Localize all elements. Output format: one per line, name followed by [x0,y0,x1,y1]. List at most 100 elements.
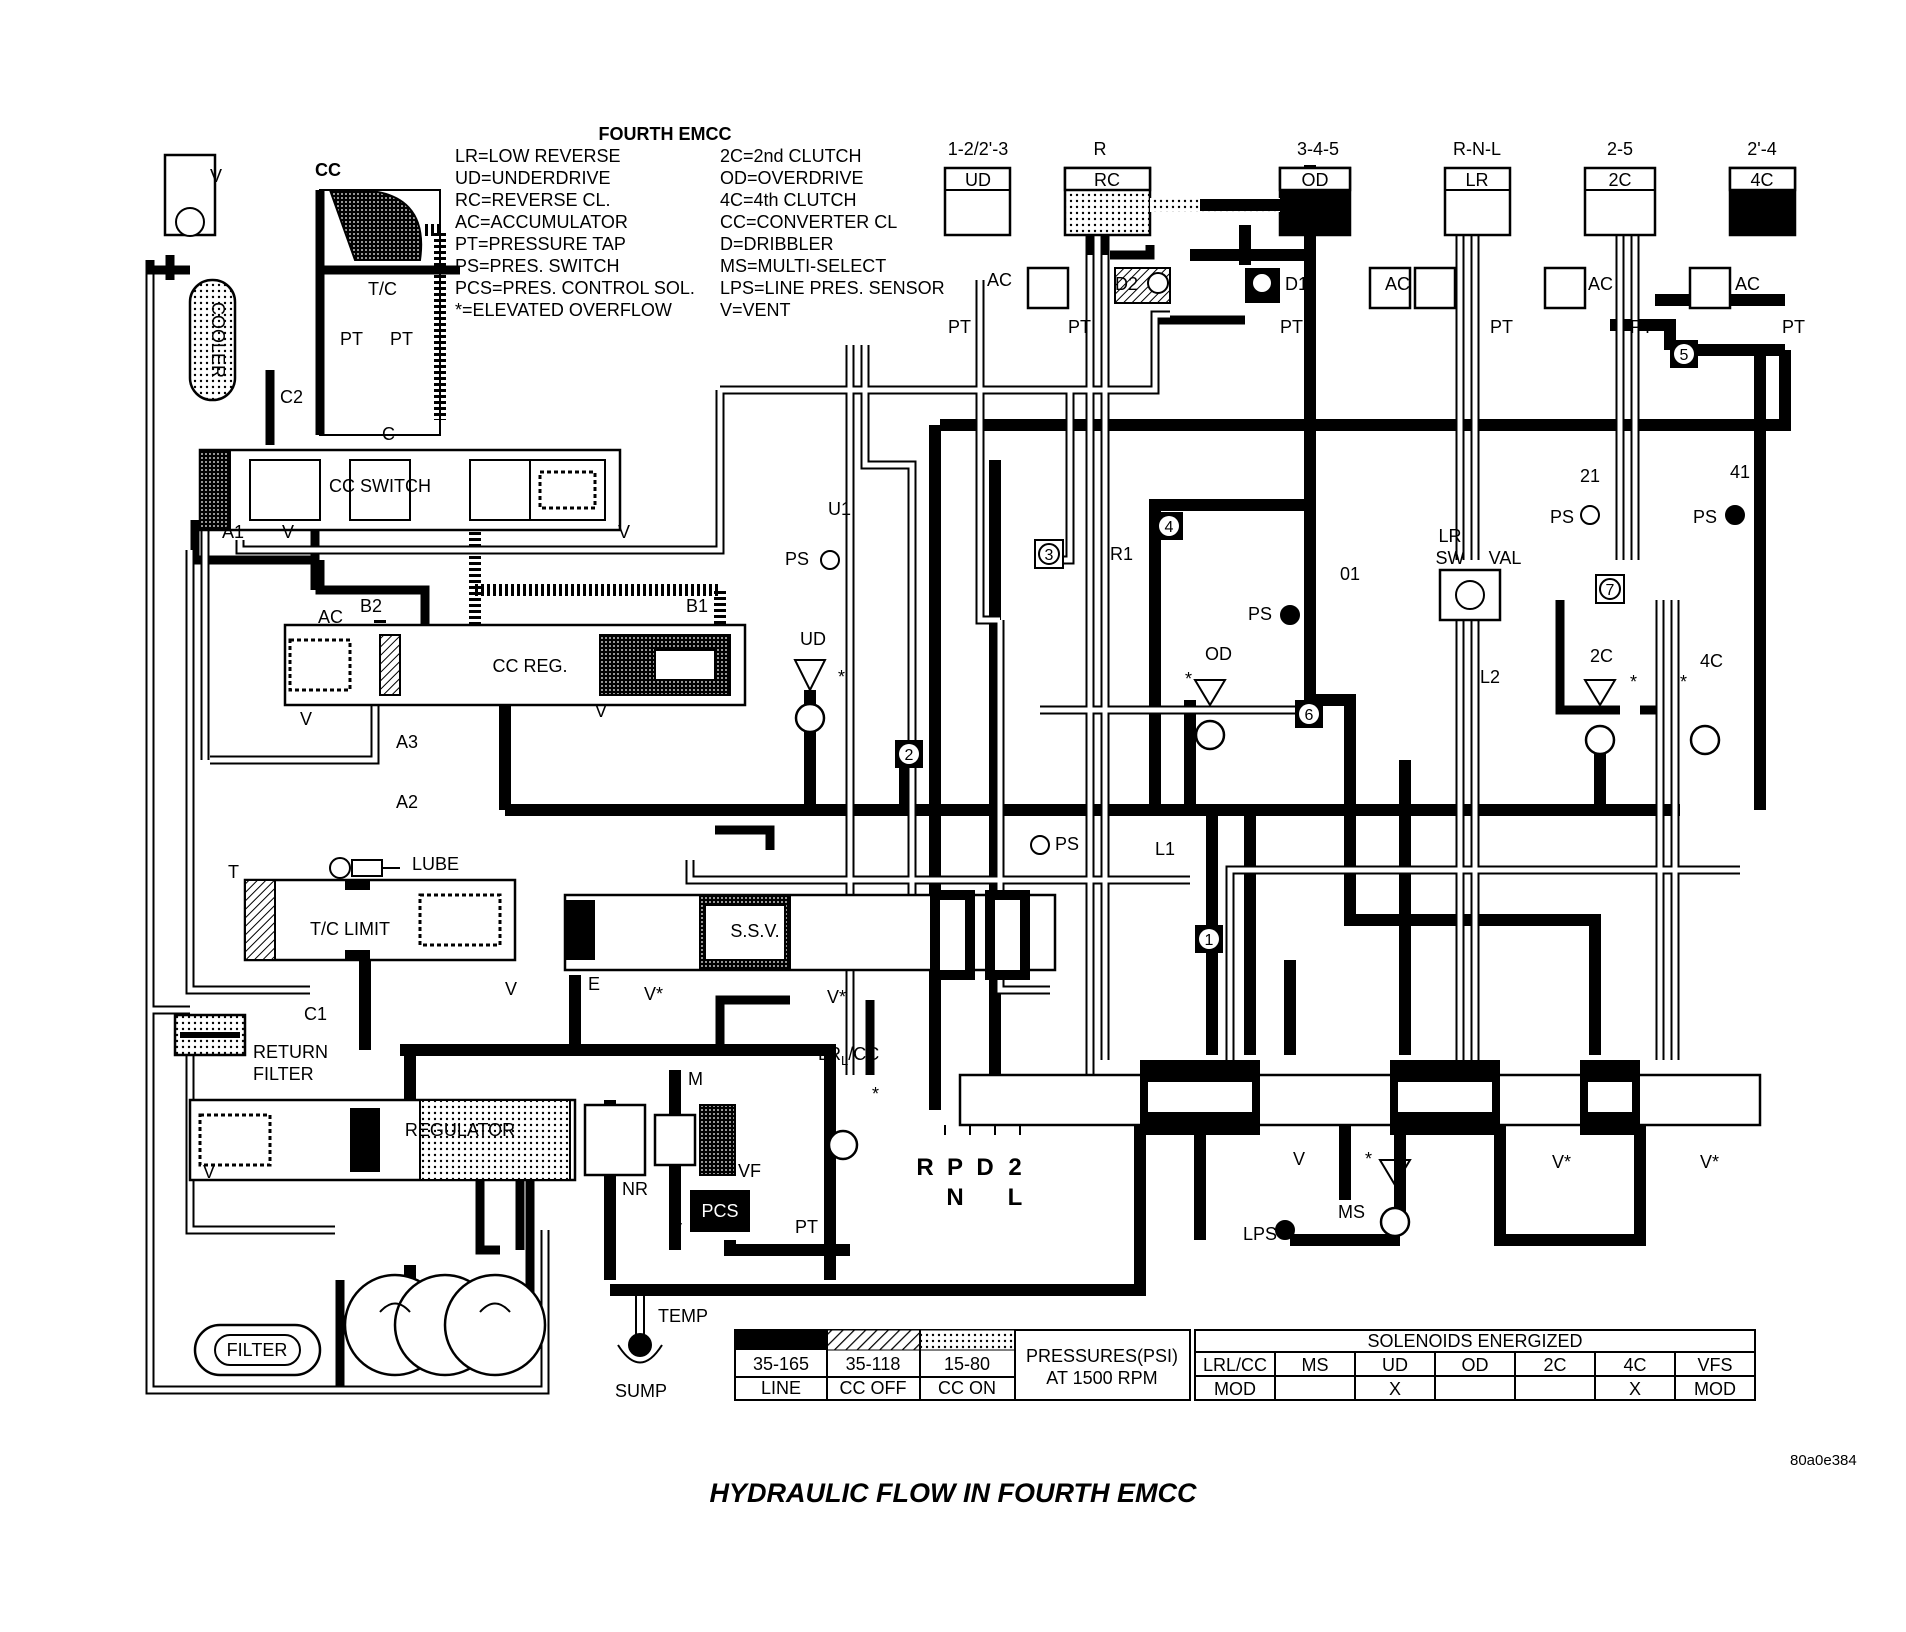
pt-label-1: PT [340,329,363,349]
tc-limit-valve [243,878,517,962]
clutch-rc [1063,166,1152,237]
check-ball-1: 1 [1205,932,1214,949]
pressure-title-1: PRESSURES(PSI) [1026,1346,1178,1366]
pos-n: N [946,1184,963,1211]
pcs-label: PCS [701,1201,738,1221]
sump-filter [193,1323,322,1377]
v-label-1: V [282,522,294,542]
check-ball-2: 2 [905,747,914,764]
vstar-label-3: V* [1552,1152,1571,1172]
lr-sw-label-1: LR [1438,526,1461,546]
lrcc-label: LRL/CC [818,1044,879,1068]
sol-col-ud: UD [1382,1355,1408,1375]
sol-val-lrcc: MOD [1214,1379,1256,1399]
sol-col-vfs: VFS [1697,1355,1732,1375]
clutch-2c-gear: 2-5 [1607,139,1633,159]
clutch-2c [1583,166,1657,237]
ps-label-2: PS [1248,604,1272,624]
sump-label: SUMP [615,1381,667,1401]
legend-left-4: AC=ACCUMULATOR [455,212,628,232]
star-label-6: * [1365,1149,1372,1169]
u1-label: U1 [828,499,851,519]
figure-caption: HYDRAULIC FLOW IN FOURTH EMCC [709,1478,1197,1508]
clutch-4c [1728,166,1797,237]
a1-label: A1 [222,522,244,542]
pt-label-5: PT [1068,317,1091,337]
pos-l: L [1008,1184,1023,1211]
nr-label: NR [622,1179,648,1199]
legend-right-1: 2C=2nd CLUTCH [720,146,862,166]
star-label-3: * [1630,672,1637,692]
cc-switch-valve [198,448,622,532]
pressure-ccon-value: 15-80 [944,1354,990,1374]
v-label-3: V [210,166,222,186]
pos-r: R [916,1154,933,1181]
pressure-line-name: LINE [761,1378,801,1398]
sol-val-vfs: MOD [1694,1379,1736,1399]
pressure-title-2: AT 1500 RPM [1046,1368,1157,1388]
clutch-lr-gear: R-N-L [1453,139,1501,159]
pressure-ccoff-value: 35-118 [846,1354,901,1374]
check-ball-7: 7 [1606,582,1615,599]
clutch-4c-gear: 2'-4 [1747,139,1776,159]
lr-sw-valve [1438,568,1502,622]
check-ball-6: 6 [1305,707,1314,724]
temp-sensor [617,1294,663,1364]
sol-val-4c: X [1629,1379,1641,1399]
legend-right-6: MS=MULTI-SELECT [720,256,886,276]
tc-limit-label: T/C LIMIT [310,919,390,939]
legend-right-7: LPS=LINE PRES. SENSOR [720,278,945,298]
pressure-line-value: 35-165 [753,1354,809,1374]
sol-col-od: OD [1462,1355,1489,1375]
a3-label: A3 [396,732,418,752]
pump [343,1273,547,1377]
clutch-ud-gear: 1-2/2'-3 [948,139,1008,159]
b2-label: B2 [360,596,382,616]
pt-label-9: PT [1782,317,1805,337]
check-ball-5: 5 [1680,347,1689,364]
cooler [145,153,237,402]
ac-label-2: AC [987,270,1012,290]
cc-reg-valve [283,623,747,707]
c2-label: C2 [280,387,303,407]
c1-label: C1 [304,1004,327,1024]
t-label: T [228,862,239,882]
port-labels: CC T/C PT PT C2 C A1 V V V AC B2 B1 V V … [203,160,1805,1244]
pt-label-7: PT [1490,317,1513,337]
v-label-2: V [618,522,630,542]
pt-label-6: PT [1280,317,1303,337]
ud-label: UD [800,629,826,649]
return-filter [173,1013,247,1057]
converter [319,189,441,436]
tc-label: T/C [368,279,397,299]
clutch-ud [943,166,1012,237]
ac-label-3: AC [1385,274,1410,294]
check-ball-4: 4 [1165,519,1174,536]
b1-label: B1 [686,596,708,616]
pt-label-4: PT [948,317,971,337]
ssv-label: S.S.V. [730,921,779,941]
clutch-lr [1443,166,1512,237]
ps-label-3: PS [1055,834,1079,854]
pressure-ccoff-name: CC OFF [840,1378,907,1398]
a2-label: A2 [396,792,418,812]
e-label: E [588,974,600,994]
pressure-ccon-name: CC ON [938,1378,996,1398]
clutch-4c-name: 4C [1750,170,1773,190]
d2-label: D2 [1115,274,1138,294]
legend-left-7: PCS=PRES. CONTROL SOL. [455,278,695,298]
clutch-rc-gear: R [1094,139,1107,159]
check-balls: 1 2 3 4 5 6 7 [895,340,1698,953]
sol-col-lrcc: LRL/CC [1203,1355,1267,1375]
clutch-ud-name: UD [965,170,991,190]
sol-val-ud: X [1389,1379,1401,1399]
ac-label-5: AC [1735,274,1760,294]
accumulators-top [1026,266,1732,310]
temp-label: TEMP [658,1306,708,1326]
filter-label: FILTER [227,1340,288,1360]
pressure-legend: 35-165 35-118 15-80 LINE CC OFF CC ON PR… [734,1329,1191,1401]
lube-fitting [329,857,400,879]
ps-label-4: PS [1550,507,1574,527]
dribbler-valves [793,659,1721,1238]
pt-label-3: PT [795,1217,818,1237]
